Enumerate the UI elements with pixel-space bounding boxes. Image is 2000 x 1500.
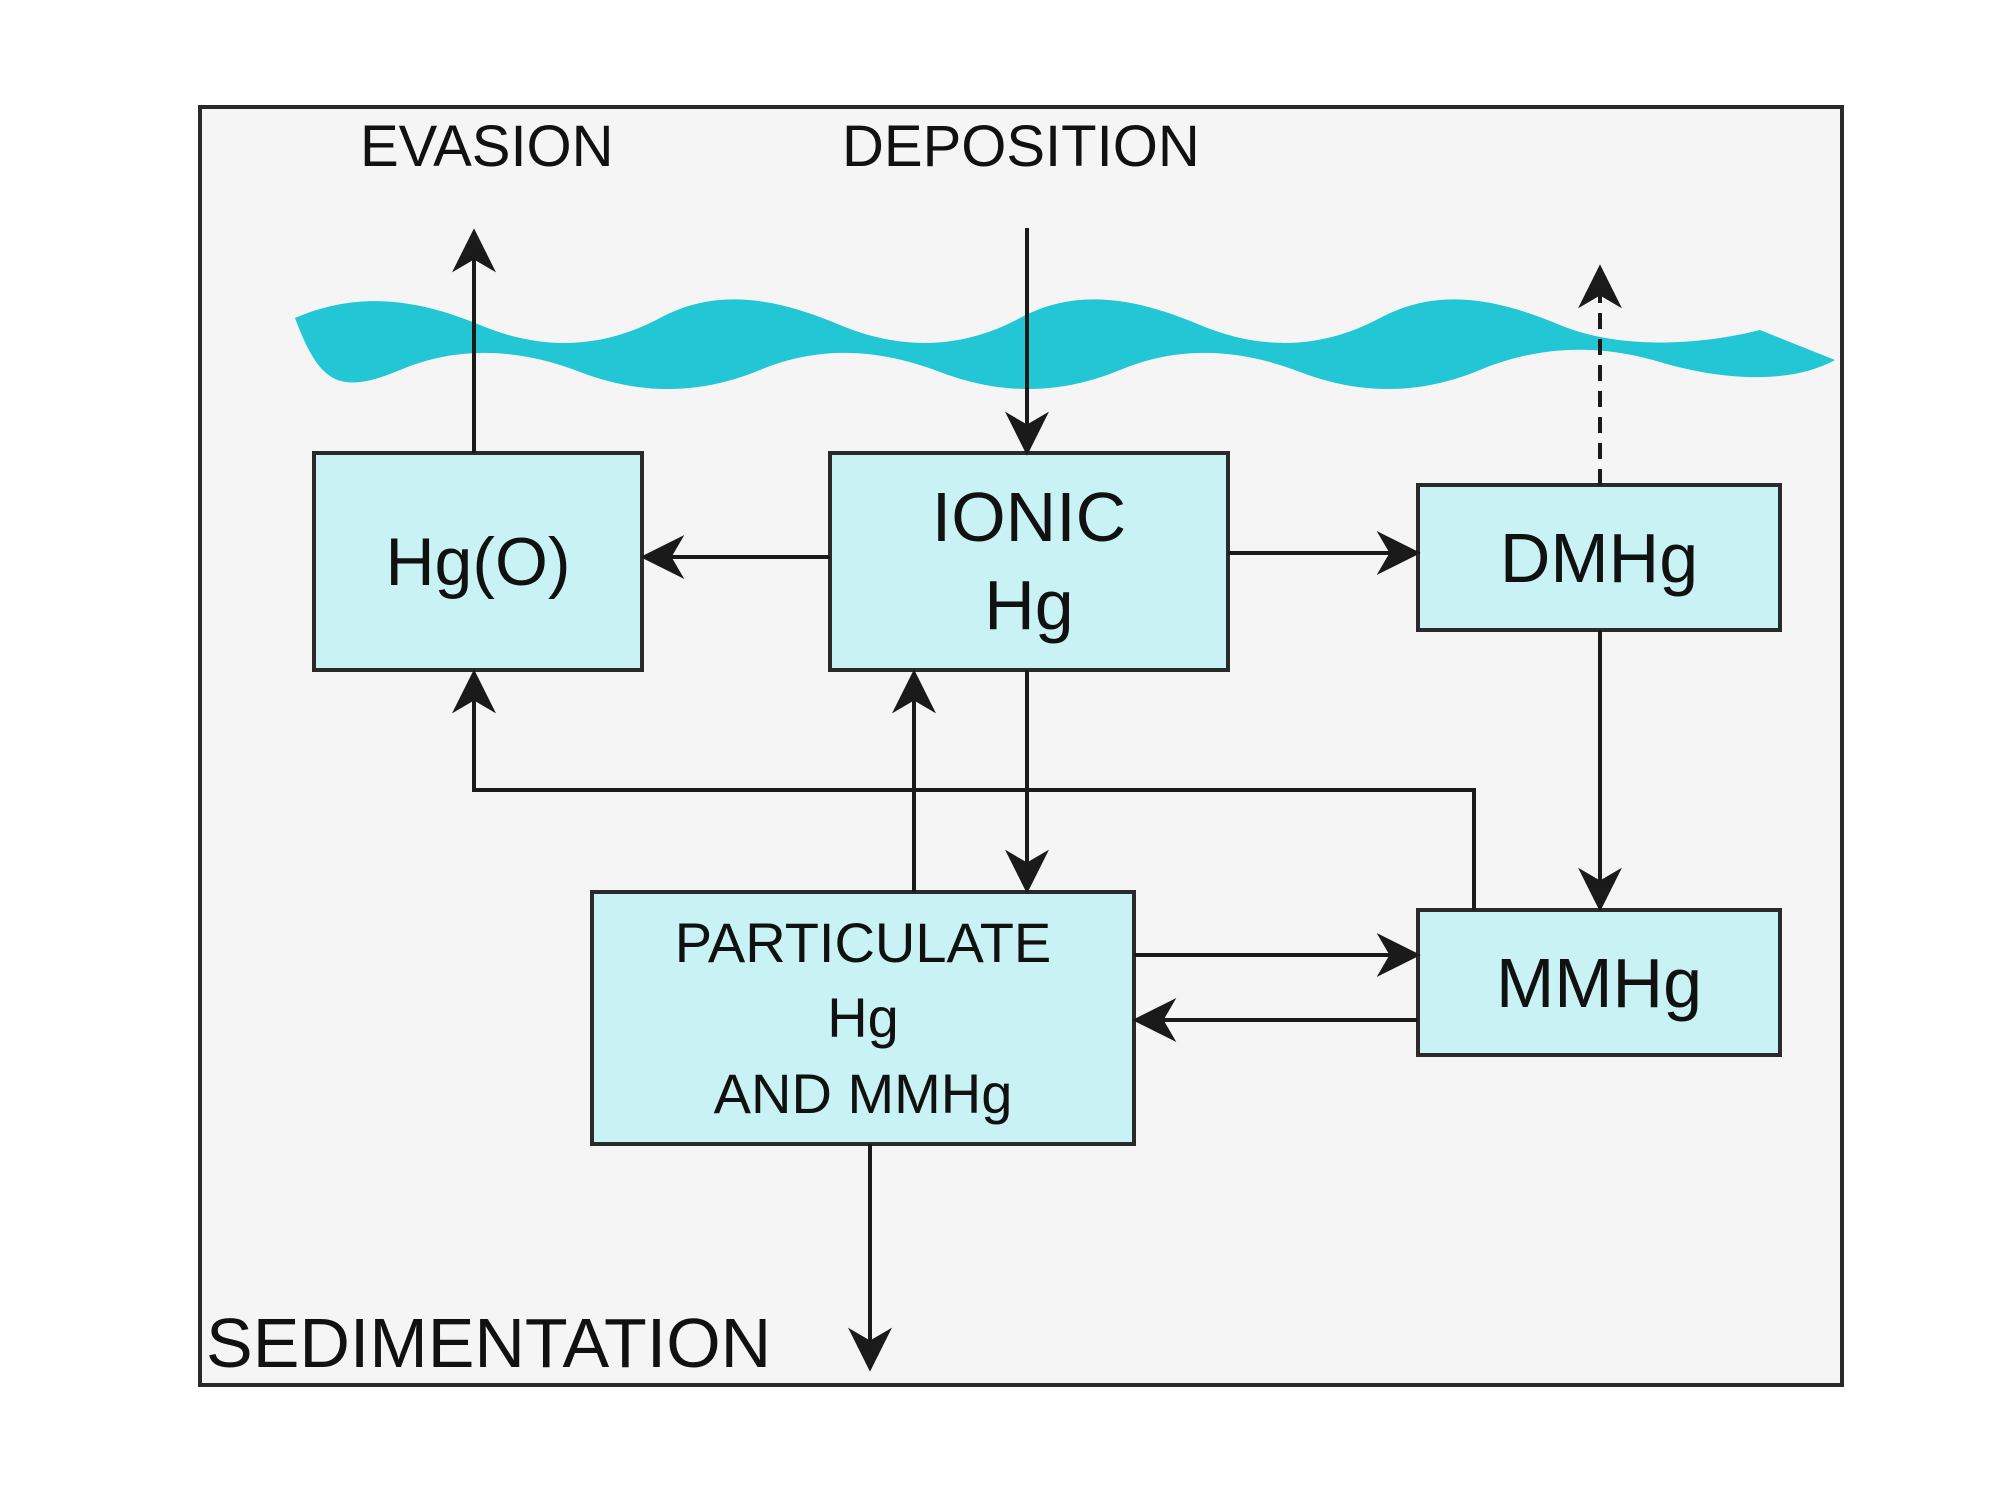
mmhg-label: MMHg [1495, 943, 1703, 1022]
water-surface-wave [295, 299, 1835, 390]
evasion-label: EVASION [360, 114, 614, 179]
mmhg-to-hg0-arrow [452, 669, 1476, 910]
particulate-hg-label: Hg [827, 986, 899, 1050]
particulate-node: PARTICULATE Hg AND MMHg [592, 892, 1134, 1144]
particulate-label: PARTICULATE [674, 910, 1052, 974]
ionic-hg-label: Hg [984, 565, 1074, 644]
mmhg-node: MMHg [1418, 910, 1780, 1055]
hg0-node: Hg(O) [314, 453, 642, 670]
diagram-frame [198, 105, 1844, 1387]
dmhg-node: DMHg [1418, 485, 1780, 630]
sedimentation-label: SEDIMENTATION [206, 1304, 772, 1382]
ionic-hg-node: IONIC Hg [830, 453, 1228, 670]
ionic-label: IONIC [931, 478, 1127, 556]
deposition-label: DEPOSITION [842, 114, 1200, 179]
particulate-mmhg-label: AND MMHg [713, 1061, 1013, 1125]
dmhg-label: DMHg [1499, 518, 1699, 597]
hg0-label: Hg(O) [385, 523, 571, 600]
